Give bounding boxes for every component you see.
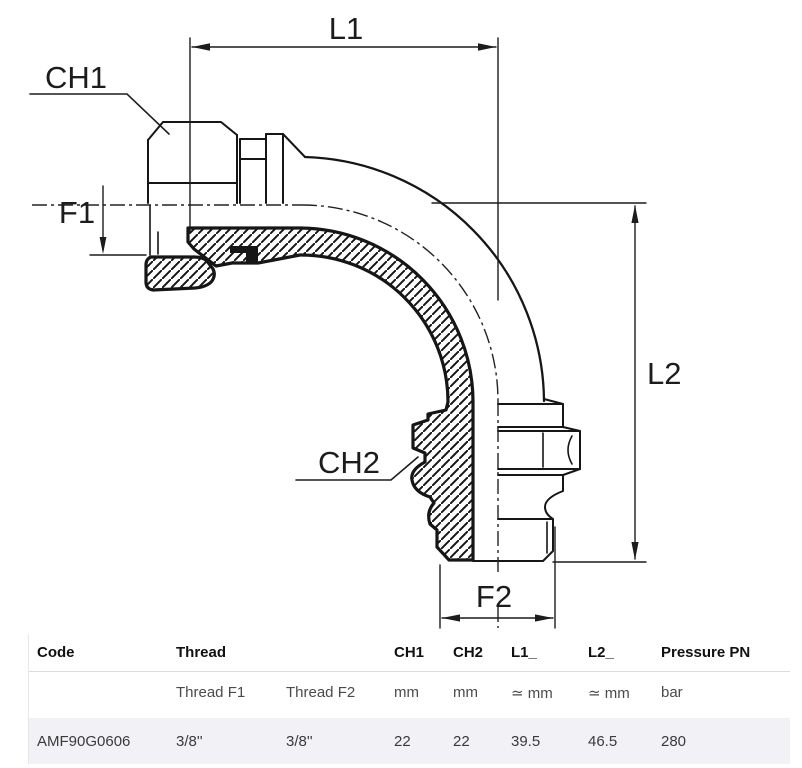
seal-detail xyxy=(230,246,258,262)
l2-dimension-label: L2 xyxy=(647,356,681,391)
table-row: AMF90G0606 3/8'' 3/8'' 22 22 39.5 46.5 2… xyxy=(29,718,790,764)
cell-l1: 39.5 xyxy=(511,732,541,750)
table-subheader-row: Thread F1 Thread F2 mm mm ≃ mm ≃ mm bar xyxy=(29,672,790,713)
subheader-ch2-unit: mm xyxy=(453,684,478,701)
cell-ch2: 22 xyxy=(453,732,470,750)
header-l1: L1_ xyxy=(511,644,537,661)
cell-thread-f1: 3/8'' xyxy=(176,732,203,750)
fitting-outline xyxy=(147,121,581,562)
f1-dimension-label: F1 xyxy=(59,195,95,230)
dimension-lines xyxy=(29,37,647,629)
cell-ch1: 22 xyxy=(394,732,411,750)
f2-dimension-label: F2 xyxy=(476,579,512,614)
subheader-l1-unit: ≃ mm xyxy=(511,684,553,702)
fitting-diagram: L1 L2 F1 F2 CH1 CH2 xyxy=(29,11,681,629)
ch2-label: CH2 xyxy=(318,445,380,480)
header-thread: Thread xyxy=(176,644,227,661)
ch1-label: CH1 xyxy=(45,60,107,95)
section-cut xyxy=(144,226,475,562)
subheader-thread-f2: Thread F2 xyxy=(286,684,356,701)
dimension-arrows xyxy=(99,43,639,622)
spec-table: Code Thread CH1 CH2 L1_ L2_ Pressure PN … xyxy=(28,634,790,764)
cell-pressure: 280 xyxy=(661,732,687,750)
subheader-pressure-unit: bar xyxy=(661,684,683,701)
cell-l2: 46.5 xyxy=(588,732,618,750)
subheader-thread-f1: Thread F1 xyxy=(176,684,246,701)
cell-thread-f2: 3/8'' xyxy=(286,732,313,750)
header-ch1: CH1 xyxy=(394,644,425,661)
header-pressure: Pressure PN xyxy=(661,644,751,661)
l1-dimension-label: L1 xyxy=(329,11,363,46)
subheader-ch1-unit: mm xyxy=(394,684,419,701)
cell-code: AMF90G0606 xyxy=(37,732,131,750)
header-code: Code xyxy=(37,644,75,661)
figure-area: L1 L2 F1 F2 CH1 CH2 xyxy=(29,11,681,629)
table-header-row: Code Thread CH1 CH2 L1_ L2_ Pressure PN xyxy=(29,634,790,672)
header-ch2: CH2 xyxy=(453,644,484,661)
header-l2: L2_ xyxy=(588,644,614,661)
subheader-l2-unit: ≃ mm xyxy=(588,684,630,702)
